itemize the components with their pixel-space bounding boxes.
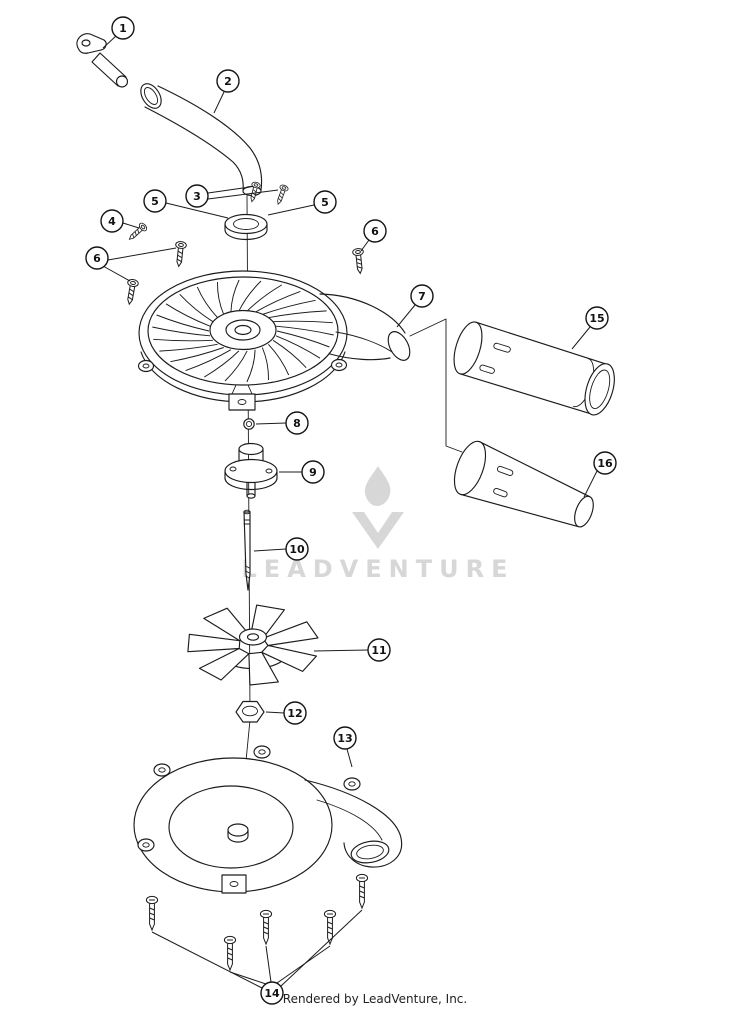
part-7-top-housing (137, 270, 411, 411)
svg-text:8: 8 (293, 417, 301, 430)
callout-part-8: 8 (285, 411, 309, 435)
housing-tab-hole (137, 359, 155, 373)
part-6-screw-c (351, 247, 367, 275)
leadventure-flame-icon (352, 466, 404, 549)
svg-text:14: 14 (264, 987, 280, 1000)
svg-text:10: 10 (289, 543, 305, 556)
part-16-nozzle-cone (453, 440, 594, 528)
part-10-shaft (243, 509, 251, 591)
svg-text:12: 12 (287, 707, 302, 720)
svg-text:6: 6 (371, 225, 379, 238)
part-8-oring (243, 418, 255, 430)
svg-text:16: 16 (597, 457, 613, 470)
callout-part-16: 16 (593, 451, 617, 475)
callout-part-6-a: 6 (85, 246, 109, 270)
svg-text:9: 9 (309, 466, 317, 479)
callout-part-14: 14 (260, 981, 284, 1005)
callout-part-11: 11 (367, 638, 391, 662)
leader-lines (102, 35, 598, 989)
svg-text:5: 5 (321, 196, 329, 209)
part-6-screw-a (172, 240, 188, 268)
turbine-fins (152, 279, 334, 383)
svg-text:3: 3 (193, 190, 201, 203)
svg-text:5: 5 (151, 195, 159, 208)
callout-part-2: 2 (216, 69, 240, 93)
svg-text:13: 13 (337, 732, 352, 745)
callout-part-9: 9 (301, 460, 325, 484)
svg-text:1: 1 (119, 22, 127, 35)
part-15-nozzle-tube (453, 321, 615, 416)
nozzle-reference-line (409, 318, 463, 453)
svg-text:2: 2 (224, 75, 232, 88)
footer-credit: Rendered by LeadVenture, Inc. (282, 992, 468, 1006)
svg-text:15: 15 (589, 312, 604, 325)
callout-part-6-b: 6 (363, 219, 387, 243)
callout-part-7: 7 (410, 284, 434, 308)
part-13-lower-housing (133, 745, 403, 894)
callout-part-10: 10 (285, 537, 309, 561)
part-6-screw-b (123, 278, 140, 306)
svg-text:7: 7 (418, 290, 426, 303)
callout-part-4: 4 (100, 209, 124, 233)
part-9-hub-adapter (224, 442, 278, 499)
callout-part-13: 13 (333, 726, 357, 750)
callout-part-3: 3 (185, 184, 209, 208)
part-2-tube (140, 83, 263, 197)
callout-part-15: 15 (585, 306, 609, 330)
svg-text:4: 4 (108, 215, 116, 228)
part-11-impeller (187, 604, 319, 686)
part-1-handle (76, 33, 129, 88)
svg-text:6: 6 (93, 252, 101, 265)
housing-tab-hole (330, 358, 348, 372)
part-3-clamp-collar (224, 213, 268, 241)
callout-part-5-a: 5 (143, 189, 167, 213)
callout-part-12: 12 (283, 701, 307, 725)
svg-text:11: 11 (371, 644, 386, 657)
part-12-hex-nut (235, 700, 265, 723)
callout-part-1: 1 (111, 16, 135, 40)
part-5-screw-b (273, 183, 290, 207)
watermark-text: LEADVENTURE (242, 555, 515, 583)
callout-part-5-b: 5 (313, 190, 337, 214)
watermark: LEADVENTURE (242, 466, 515, 583)
